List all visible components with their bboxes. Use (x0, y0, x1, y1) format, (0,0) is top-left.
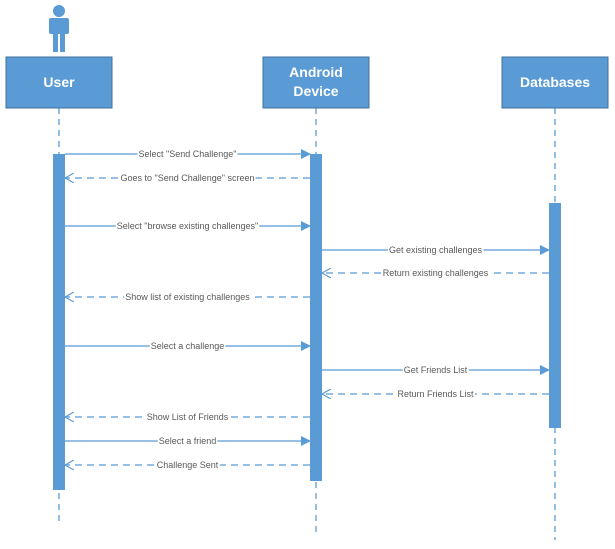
message-label-background (115, 221, 260, 231)
message-label-background (119, 173, 256, 183)
message-label-background (157, 436, 218, 446)
actor-device-label-line-2: Device (293, 83, 338, 99)
message-label: Get existing challenges (389, 245, 483, 255)
actor-user: User (5, 56, 113, 109)
message-label: Return existing challenges (383, 268, 489, 278)
message-label: Challenge Sent (157, 460, 219, 470)
actor-db-label: Databases (520, 74, 590, 90)
actor-user-label: User (43, 74, 75, 90)
message-label-background (387, 245, 484, 255)
actor-device-label-line-1: Android (289, 64, 343, 80)
actor-device: Android Device (262, 56, 370, 109)
message-label: Select a challenge (151, 341, 225, 351)
activation-device (310, 154, 322, 481)
message-label-background (149, 341, 226, 351)
message-label: Return Friends List (397, 389, 474, 399)
message-label-background (137, 149, 238, 159)
message-label: Get Friends List (404, 365, 468, 375)
activation-db (549, 203, 561, 428)
message-label: Goes to "Send Challenge" screen (121, 173, 255, 183)
activation-user (53, 154, 65, 490)
messages-group: Select "Send Challenge" Goes to "Send Cha… (65, 149, 550, 470)
message-label-background (155, 460, 220, 470)
actor-db: Databases (501, 56, 609, 109)
message-label-background (381, 268, 490, 278)
message-label: Show list of existing challenges (125, 292, 250, 302)
message-label: Select a friend (159, 436, 217, 446)
message-label: Select "Send Challenge" (139, 149, 237, 159)
message-label: Show List of Friends (147, 412, 229, 422)
message-label-background (402, 365, 469, 375)
message-label-background (145, 412, 230, 422)
user-icon (49, 5, 69, 52)
message-label: Select "browse existing challenges" (117, 221, 258, 231)
message-label-background (396, 389, 476, 399)
message-label-background (124, 292, 252, 302)
